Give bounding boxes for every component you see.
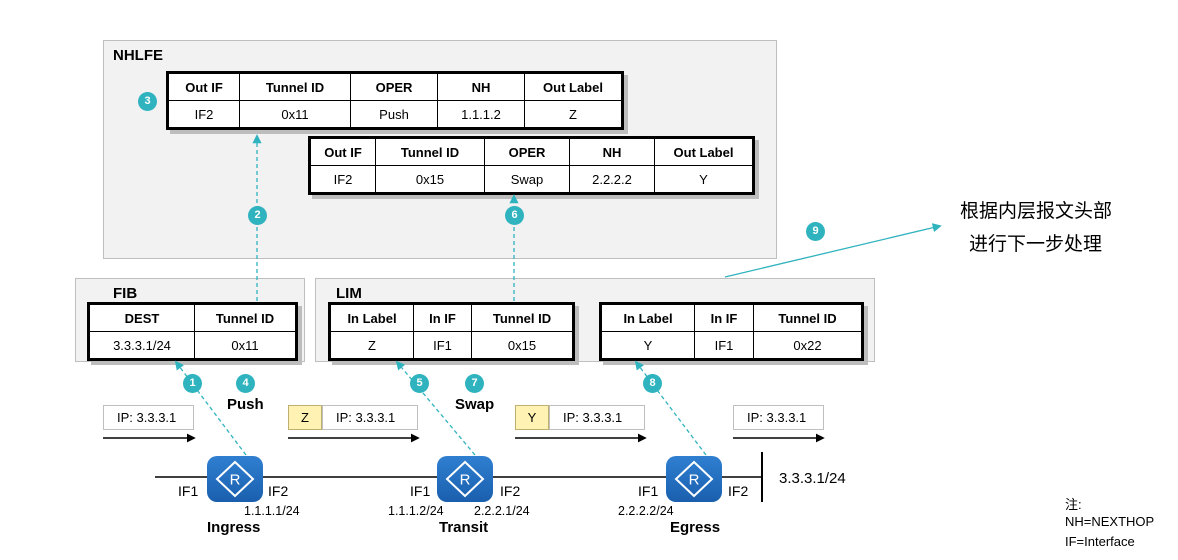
ingress-if2-label: IF2 — [268, 483, 289, 499]
transit-router-name: Transit — [439, 519, 489, 536]
inner-processing-line1: 根据内层报文头部 — [960, 201, 1113, 222]
packet-ip-only: IP: 3.3.3.1 — [103, 405, 194, 430]
svg-text:R: R — [230, 472, 241, 489]
lim-cell: Y — [600, 331, 695, 360]
packet-mpls-label: Y — [515, 405, 549, 430]
fib-row: 3.3.3.1/24 0x11 — [88, 331, 297, 360]
packet-mpls-label: Z — [288, 405, 322, 430]
packet-ip-only-egress: IP: 3.3.3.1 — [733, 405, 824, 430]
egress-if1-address: 2.2.2.2/24 — [618, 504, 674, 518]
nhlfe-header-out-label: Out Label — [524, 72, 623, 101]
nhlfe-header-oper: OPER — [484, 137, 570, 166]
step-badge-6: 6 — [505, 206, 524, 225]
nhlfe-cell: IF2 — [167, 100, 240, 129]
packet-ip-header: IP: 3.3.3.1 — [733, 405, 824, 430]
nhlfe-row-push: IF2 0x11 Push 1.1.1.2 Z — [167, 100, 623, 129]
nhlfe-cell: 0x15 — [375, 165, 485, 194]
nhlfe-header-out-if: Out IF — [309, 137, 376, 166]
lim-header-in-if: In IF — [694, 303, 754, 332]
nhlfe-table-swap: Out IF Tunnel ID OPER NH Out Label IF2 0… — [308, 136, 755, 195]
nhlfe-cell: 1.1.1.2 — [437, 100, 525, 129]
nhlfe-header-nh: NH — [437, 72, 525, 101]
lim-table-z: In Label In IF Tunnel ID Z IF1 0x15 — [328, 302, 575, 361]
nhlfe-header-oper: OPER — [350, 72, 438, 101]
lim-title: LIM — [336, 285, 362, 302]
nhlfe-cell: Z — [524, 100, 623, 129]
ingress-if2-address: 1.1.1.1/24 — [244, 504, 300, 518]
svg-text:R: R — [689, 472, 700, 489]
nhlfe-cell: 0x11 — [239, 100, 351, 129]
router-ingress: R — [207, 456, 263, 502]
inner-processing-line2: 进行下一步处理 — [969, 234, 1103, 255]
lim-header-tunnel-id: Tunnel ID — [471, 303, 574, 332]
step-badge-2: 2 — [248, 206, 267, 225]
transit-if2-address: 2.2.2.1/24 — [474, 504, 530, 518]
lim-cell: Z — [329, 331, 414, 360]
step-badge-7: 7 — [465, 374, 484, 393]
lim-header-in-if: In IF — [413, 303, 472, 332]
nhlfe-cell: Push — [350, 100, 438, 129]
action-push-label: Push — [227, 396, 264, 413]
nhlfe-table-push: Out IF Tunnel ID OPER NH Out Label IF2 0… — [166, 71, 624, 130]
lim-cell: 0x22 — [753, 331, 863, 360]
nhlfe-header-out-label: Out Label — [654, 137, 754, 166]
lim-row-y: Y IF1 0x22 — [600, 331, 863, 360]
nhlfe-cell: Swap — [484, 165, 570, 194]
step-badge-4: 4 — [236, 374, 255, 393]
router-egress: R — [666, 456, 722, 502]
destination-network-label: 3.3.3.1/24 — [779, 470, 846, 487]
step-badge-8: 8 — [643, 374, 662, 393]
lim-table-y: In Label In IF Tunnel ID Y IF1 0x22 — [599, 302, 864, 361]
ingress-if1-label: IF1 — [178, 483, 199, 499]
lim-cell: IF1 — [413, 331, 472, 360]
nhlfe-header-out-if: Out IF — [167, 72, 240, 101]
nhlfe-header-tunnel-id: Tunnel ID — [239, 72, 351, 101]
nhlfe-cell: 2.2.2.2 — [569, 165, 655, 194]
nhlfe-row-swap: IF2 0x15 Swap 2.2.2.2 Y — [309, 165, 754, 194]
fib-title: FIB — [113, 285, 138, 302]
fib-table: DEST Tunnel ID 3.3.3.1/24 0x11 — [87, 302, 298, 361]
step-badge-1: 1 — [183, 374, 202, 393]
router-icon: R — [445, 460, 485, 498]
nhlfe-cell: IF2 — [309, 165, 376, 194]
router-icon: R — [215, 460, 255, 498]
packet-label-y: Y IP: 3.3.3.1 — [515, 405, 645, 430]
fib-header-tunnel-id: Tunnel ID — [194, 303, 297, 332]
lim-row-z: Z IF1 0x15 — [329, 331, 574, 360]
fib-cell: 0x11 — [194, 331, 297, 360]
nhlfe-header-tunnel-id: Tunnel ID — [375, 137, 485, 166]
step-badge-3: 3 — [138, 92, 157, 111]
lim-header-in-label: In Label — [329, 303, 414, 332]
fib-header-dest: DEST — [88, 303, 195, 332]
svg-text:R: R — [460, 472, 471, 489]
router-transit: R — [437, 456, 493, 502]
packet-ip-header: IP: 3.3.3.1 — [322, 405, 418, 430]
notes-nh: NH=NEXTHOP — [1065, 514, 1155, 529]
lim-cell: 0x15 — [471, 331, 574, 360]
action-swap-label: Swap — [455, 396, 495, 413]
transit-if2-label: IF2 — [500, 483, 521, 499]
notes-title: 注: — [1065, 497, 1082, 512]
step-badge-9: 9 — [806, 222, 825, 241]
notes-if: IF=Interface — [1065, 534, 1135, 549]
packet-ip-header: IP: 3.3.3.1 — [103, 405, 194, 430]
router-icon: R — [674, 460, 714, 498]
nhlfe-cell: Y — [654, 165, 754, 194]
egress-if2-label: IF2 — [728, 483, 749, 499]
packet-ip-header: IP: 3.3.3.1 — [549, 405, 645, 430]
egress-router-name: Egress — [670, 519, 721, 536]
step-badge-5: 5 — [410, 374, 429, 393]
ingress-router-name: Ingress — [207, 519, 261, 536]
lim-header-in-label: In Label — [600, 303, 695, 332]
packet-label-z: Z IP: 3.3.3.1 — [288, 405, 418, 430]
lim-header-tunnel-id: Tunnel ID — [753, 303, 863, 332]
nhlfe-header-nh: NH — [569, 137, 655, 166]
fib-cell: 3.3.3.1/24 — [88, 331, 195, 360]
transit-if1-label: IF1 — [410, 483, 431, 499]
lim-cell: IF1 — [694, 331, 754, 360]
transit-if1-address: 1.1.1.2/24 — [388, 504, 444, 518]
nhlfe-title: NHLFE — [113, 47, 163, 64]
egress-if1-label: IF1 — [638, 483, 659, 499]
